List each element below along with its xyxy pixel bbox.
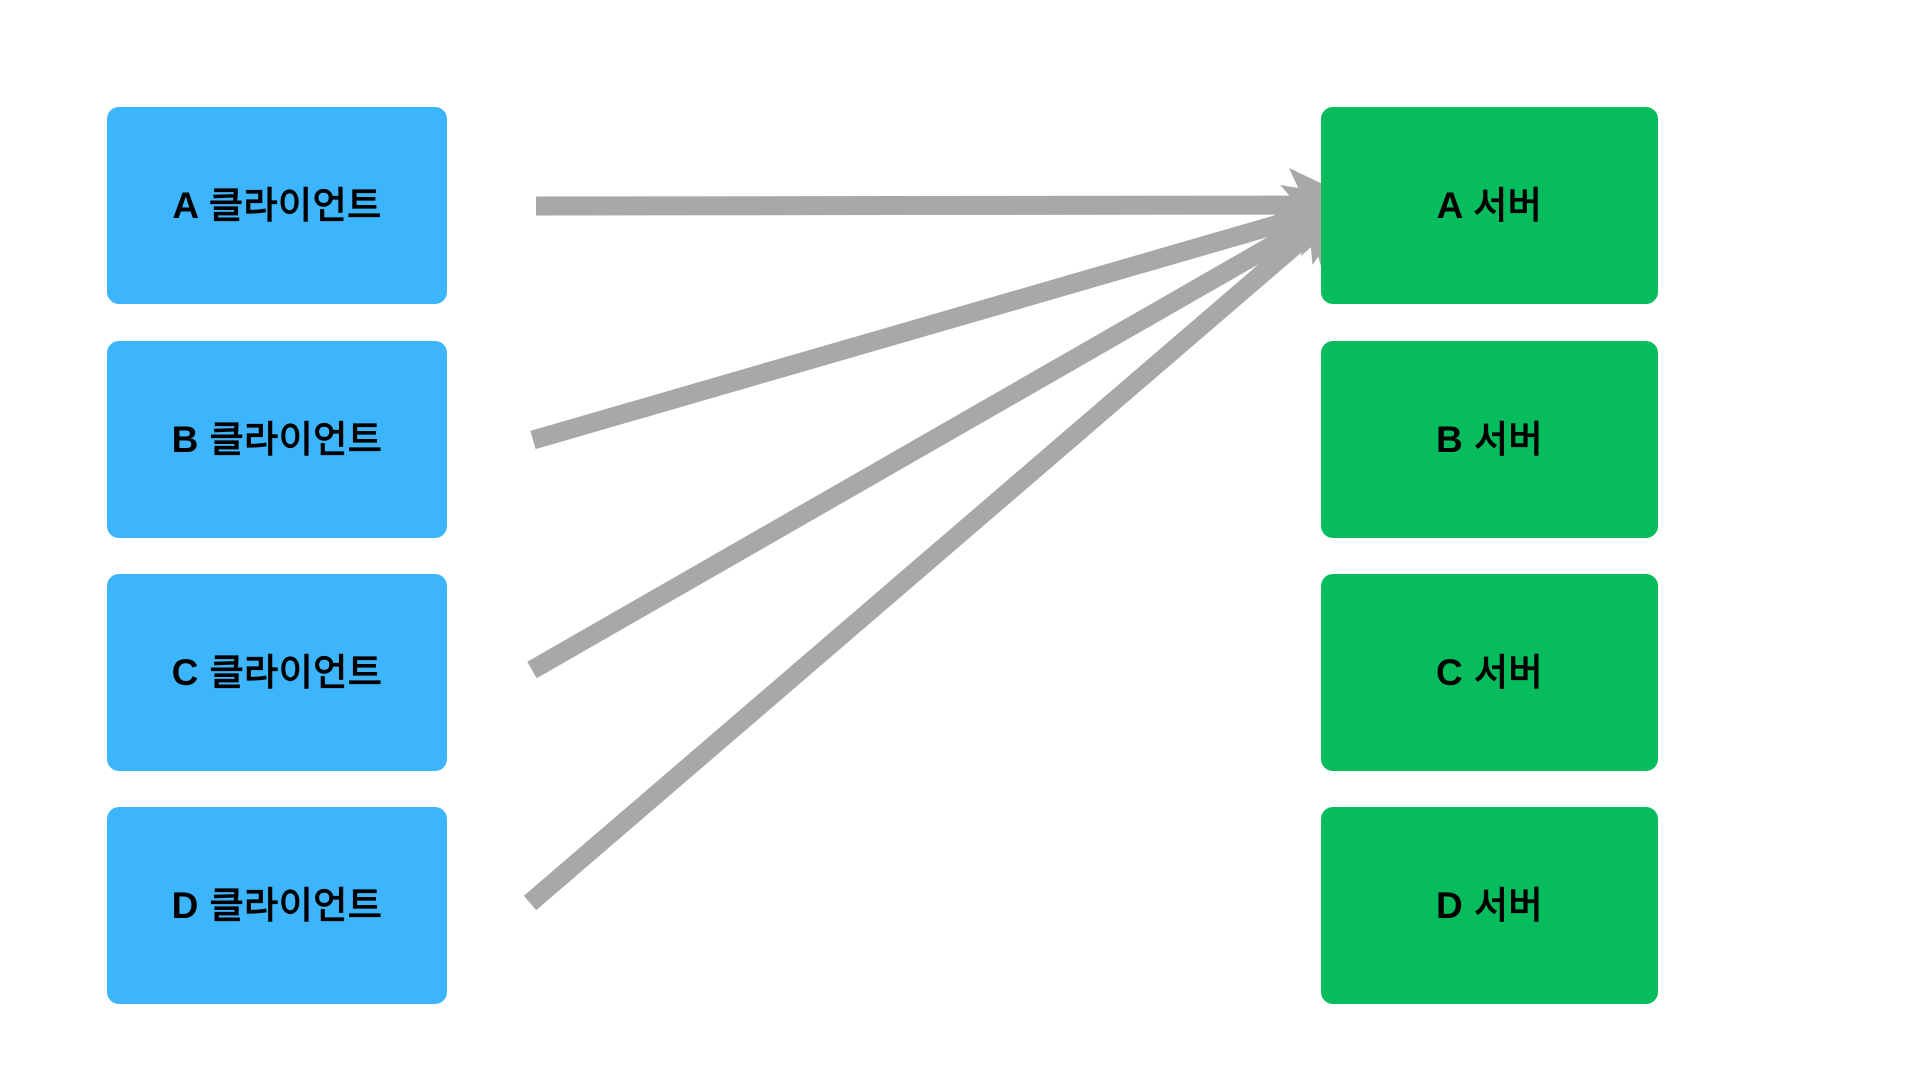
server-node-c-label: C 서버 [1435, 652, 1544, 693]
client-node-b[interactable]: B 클라이언트 [107, 341, 447, 538]
server-node-a-label: A 서버 [1436, 185, 1543, 226]
connection-arrow-client-d-to-server-a [523, 191, 1358, 911]
client-node-d-label: D 클라이언트 [171, 885, 383, 926]
client-node-d[interactable]: D 클라이언트 [107, 807, 447, 1004]
server-node-a[interactable]: A 서버 [1321, 107, 1658, 304]
connection-arrow-client-c-to-server-a [527, 194, 1362, 679]
client-node-a[interactable]: A 클라이언트 [107, 107, 447, 304]
client-node-a-label: A 클라이언트 [172, 185, 382, 226]
server-node-d[interactable]: D 서버 [1321, 807, 1658, 1004]
connection-arrow-client-a-to-server-a [535, 167, 1367, 243]
server-node-d-label: D 서버 [1435, 885, 1544, 926]
server-node-b[interactable]: B 서버 [1321, 341, 1658, 538]
server-node-b-label: B 서버 [1435, 419, 1544, 460]
client-node-b-label: B 클라이언트 [171, 419, 383, 460]
client-node-c-label: C 클라이언트 [171, 652, 383, 693]
server-node-c[interactable]: C 서버 [1321, 574, 1658, 771]
connection-arrow-client-b-to-server-a [530, 184, 1366, 450]
client-node-c[interactable]: C 클라이언트 [107, 574, 447, 771]
